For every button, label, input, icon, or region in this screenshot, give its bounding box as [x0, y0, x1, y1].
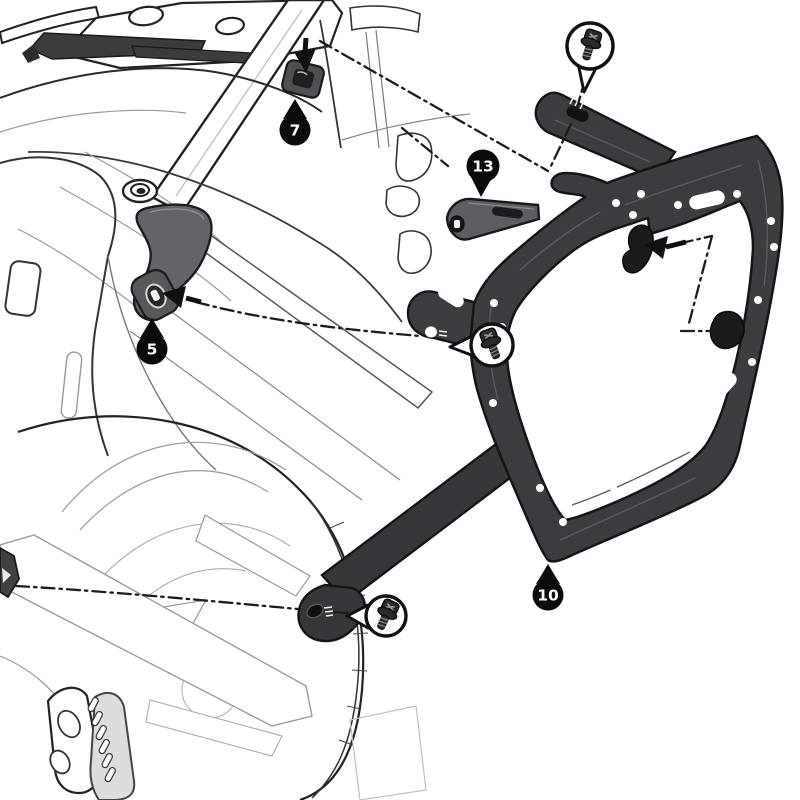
callout-badge-5: 5	[136, 318, 168, 365]
screw-balloon-top	[565, 21, 615, 94]
frame-hook-upper	[622, 224, 654, 274]
callout-badge-7: 7	[279, 99, 311, 146]
arrow-into-bracket-5	[162, 286, 202, 308]
callout-badge-10: 10	[532, 564, 564, 611]
screw-balloon-bottom	[345, 594, 408, 638]
frame-slots	[438, 190, 737, 493]
screw-balloon-middle	[448, 322, 515, 368]
footpeg	[46, 686, 136, 800]
callout-label-10: 10	[537, 587, 559, 605]
callout-label-5: 5	[147, 341, 158, 359]
left-mount-tab	[0, 546, 20, 599]
callout-label-13: 13	[472, 158, 494, 176]
callout-badge-13: 13	[466, 149, 500, 197]
arrow-into-grommet	[294, 37, 316, 73]
assembly-guide-lines	[14, 39, 716, 615]
direction-arrows	[162, 37, 687, 308]
pannier-side-frame-part-10	[297, 91, 784, 643]
arrow-into-hook	[644, 236, 687, 259]
callout-label-7: 7	[290, 122, 301, 140]
frame-hook-lower	[709, 310, 745, 350]
upper-hook-bracket-part-5	[130, 203, 213, 322]
link-arm-part-13	[445, 197, 541, 241]
rubber-grommet-part-7	[281, 59, 325, 99]
motorcycle-line-art	[0, 0, 471, 800]
